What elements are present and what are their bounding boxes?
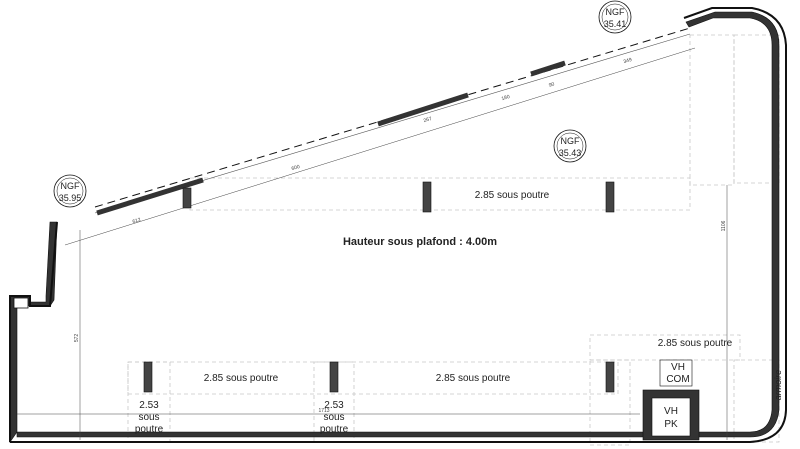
dim-line-facade [64,47,696,246]
ngf-circle [53,174,87,208]
exterior-wall [9,11,780,443]
dim-label-1106: 1106 [721,220,727,231]
dim-label-267: 267 [423,116,433,124]
beam-label-right: 2.85 sous poutre [658,338,733,349]
beam-label-bottom-mid: 2.85 sous poutre [436,373,511,384]
ngf-circle-inner [56,177,84,205]
columns [143,181,615,393]
low-beam-value: 2.53 [139,400,159,411]
dim-label-612: 612 [132,217,142,225]
low-beam-label-mid: 2.53 sous poutre [320,400,349,435]
beam-zone-bottom [127,361,619,395]
low-beam-value: 2.53 [324,400,344,411]
column-5 [329,361,339,393]
ngf-circle [598,0,632,34]
low-beam-line2: sous [323,412,344,423]
column-4 [143,361,153,393]
beam-label-top: 2.85 sous poutre [475,190,550,201]
ngf-marker-2: NGF 35.41 [598,0,632,34]
low-beam-line3: poutre [320,424,349,435]
shaft-pk-line2: PK [664,419,678,430]
shaft-vh-com [659,359,693,387]
ngf-circle-inner [601,3,629,31]
ngf-value: 35.95 [59,193,82,203]
dim-label-180: 180 [501,94,511,102]
shaft-pk-line1: VH [664,406,678,417]
ceiling-height-label: Hauteur sous plafond : 4.00m [343,236,497,248]
ngf-circle [553,129,587,163]
dim-label-1713: 1713 [318,408,329,414]
outer-wall-outline [9,7,787,443]
ngf-marker-3: NGF 35.43 [553,129,587,163]
corner-notch [13,297,29,309]
column-6 [605,361,615,393]
shaft-com-line1: VH [671,362,685,373]
dimension-lines [17,47,728,440]
beam-label-bottom-left: 2.85 sous poutre [204,373,279,384]
dim-label-572: 572 [74,334,80,343]
beam-zone-right-lower [589,334,741,361]
dim-label-600: 600 [291,164,301,172]
facade-wall-2 [377,92,469,127]
beam-zone-top [189,177,691,211]
shaft-vh-pk-inner [651,397,691,437]
column-3 [605,181,615,213]
ngf-title: NGF [606,7,626,17]
column-2 [422,181,432,213]
ngf-title: NGF [561,136,581,146]
ngf-value: 35.43 [559,148,582,158]
low-beam-line2: sous [138,412,159,423]
ngf-marker-1: NGF 35.95 [53,174,87,208]
facade [94,27,691,216]
ngf-circle-inner [556,132,584,160]
facade-wall-1 [96,177,204,216]
low-beam-label-left: 2.53 sous poutre [135,400,164,435]
column-1 [182,187,192,209]
ngf-title: NGF [61,181,81,191]
armoire-label: armoire [773,370,783,401]
low-beam-line3: poutre [135,424,164,435]
dim-label-349: 349 [623,57,633,65]
ngf-value: 35.41 [604,19,627,29]
dim-label-90: 90 [548,81,555,88]
beam-zone-right-vertical [689,34,735,186]
facade-wall-3 [530,60,566,77]
shaft-com-line2: COM [666,374,689,385]
